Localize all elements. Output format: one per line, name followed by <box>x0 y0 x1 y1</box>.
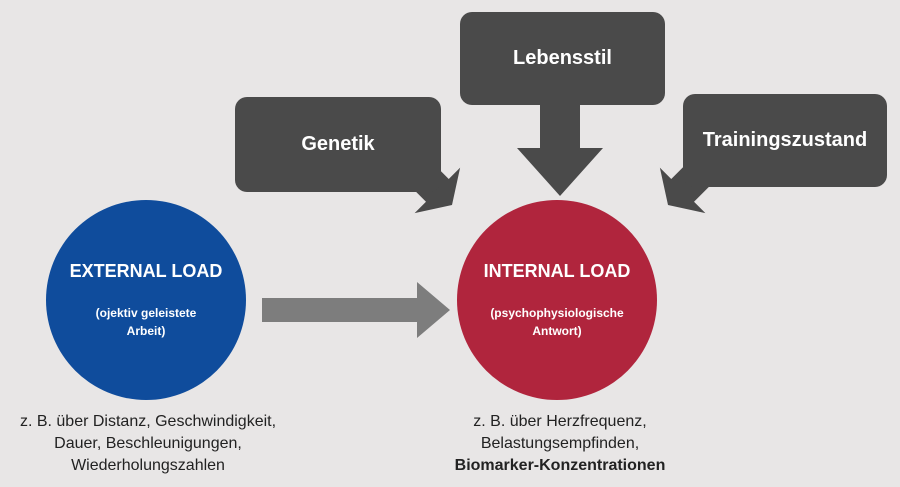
external-load-subtitle: (ojektiv geleistete Arbeit) <box>96 304 197 340</box>
factor-lebensstil: Lebensstil <box>460 12 665 105</box>
main-arrow <box>262 282 450 338</box>
internal-load-title: INTERNAL LOAD <box>483 260 631 281</box>
internal-caption-line2: Belastungsempfinden, <box>480 435 640 452</box>
factor-genetik: Genetik <box>235 97 441 192</box>
factor-lebensstil-label: Lebensstil <box>513 47 612 69</box>
external-caption-line1: z. B. über Distanz, Geschwindigkeit, <box>19 413 277 430</box>
lebensstil-arrow <box>517 105 603 196</box>
factor-trainingszustand-label: Trainingszustand <box>702 129 868 151</box>
external-subtitle-line2: Arbeit) <box>126 323 166 338</box>
internal-caption-line3: Biomarker-Konzentrationen <box>454 457 666 474</box>
factor-genetik-label: Genetik <box>301 133 375 155</box>
external-load-caption: z. B. über Distanz, Geschwindigkeit, Dau… <box>18 411 278 477</box>
external-caption-line3: Wiederholungszahlen <box>71 457 225 474</box>
external-caption-line2: Dauer, Beschleunigungen, <box>54 435 242 452</box>
internal-load-circle: INTERNAL LOAD (psychophysiologische Antw… <box>457 200 657 400</box>
external-load-circle: EXTERNAL LOAD (ojektiv geleistete Arbeit… <box>46 200 246 400</box>
internal-subtitle-line1: (psychophysiologische <box>490 305 624 320</box>
factor-trainingszustand: Trainingszustand <box>683 94 887 187</box>
external-load-title: EXTERNAL LOAD <box>69 260 223 281</box>
external-subtitle-line1: (ojektiv geleistete <box>95 305 197 320</box>
internal-load-subtitle: (psychophysiologische Antwort) <box>490 304 623 340</box>
internal-caption-line1: z. B. über Herzfrequenz, <box>473 413 647 430</box>
internal-load-caption: z. B. über Herzfrequenz, Belastungsempfi… <box>430 411 690 477</box>
internal-subtitle-line2: Antwort) <box>532 323 582 338</box>
